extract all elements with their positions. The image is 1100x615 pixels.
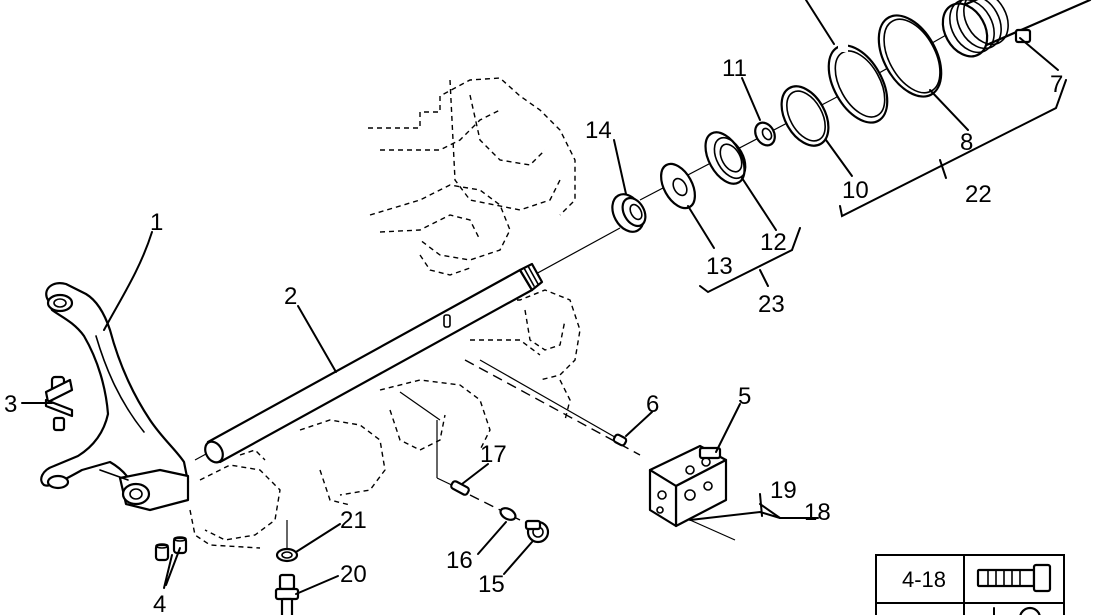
callout-4: 4 [153,591,166,615]
set-screws [154,536,188,562]
bolt-icon [976,563,1052,593]
callout-15: 15 [478,571,505,598]
seal-14 [611,193,647,233]
table-row-1-label: 4-18 [902,567,946,592]
washer-16 [499,507,517,521]
callout-11: 11 [722,55,747,82]
callout-3: 3 [4,391,17,418]
callout-13: 13 [706,253,733,280]
piston-7 [941,0,1092,58]
callout-8: 8 [960,129,973,156]
callout-2: 2 [284,283,297,310]
callout-20: 20 [340,561,367,588]
pin-6 [612,433,628,447]
table-row-2-label-cell [875,602,965,615]
callout-17: 17 [480,441,507,468]
valve-block [648,444,728,528]
assembly-centerlines [194,29,956,555]
reference-table: 4-18 [875,554,1065,615]
callout-23: 23 [758,291,785,318]
callout-1: 1 [150,209,163,236]
pin-17 [450,480,470,496]
group-bracket-22 [839,79,1067,218]
fitting-20 [274,573,300,615]
washer-13 [660,162,696,210]
oring-8 [877,14,943,98]
snap-ring [827,44,889,124]
callout-5: 5 [738,383,751,410]
callout-14: 14 [585,117,612,144]
group-bracket-23 [699,227,801,294]
shift-shaft [204,262,544,464]
callout-7: 7 [1050,71,1063,98]
shift-lever [40,282,190,512]
transmission-housing-phantom [189,77,581,549]
washer-21 [275,547,299,563]
callout-16: 16 [446,547,473,574]
callout-labels: 1 2 3 4 5 6 7 8 10 11 12 13 14 15 16 17 … [4,55,1063,615]
nut-11 [754,121,776,147]
leader-lines [21,0,1059,595]
table-row-2-icon-cell [963,602,1065,615]
callout-18: 18 [804,499,831,526]
callout-19: 19 [770,477,797,504]
nut-icon [993,606,1041,615]
ring-10 [780,85,830,147]
callout-12: 12 [760,229,787,256]
callout-21: 21 [340,507,367,534]
callout-10: 10 [842,177,869,204]
callout-22: 22 [965,181,992,208]
plug-15 [524,519,550,544]
lock-bolt [44,375,74,432]
bearing-12 [704,131,747,185]
callout-6: 6 [646,391,659,418]
